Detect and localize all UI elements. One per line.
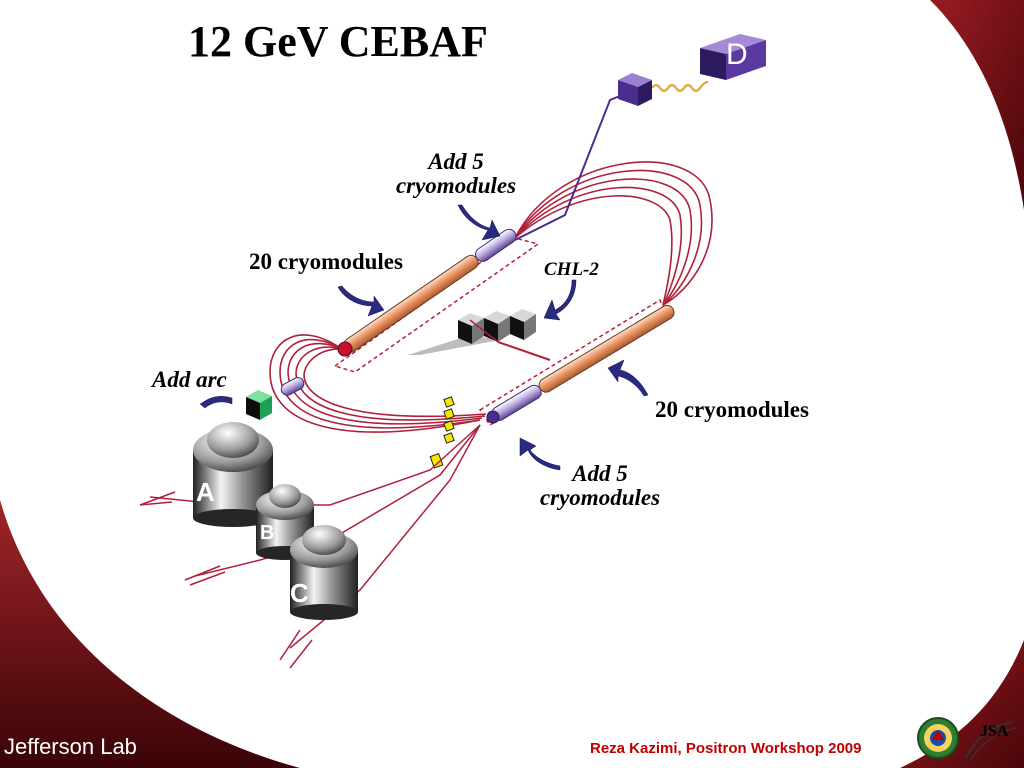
label-20-cryomodules-left: 20 cryomodules [249,249,403,274]
hall-a-label: A [196,477,215,507]
page-title: 12 GeV CEBAF [188,17,488,66]
jsa-logo-icon [965,721,1017,761]
top-right-swoosh [930,0,1024,210]
label-add5-bottom: Add 5 cryomodules [536,462,664,510]
wiggler [651,81,709,92]
injector [280,377,305,396]
label-20-cryomodules-right: 20 cryomodules [655,397,809,422]
arcs-right [514,161,713,306]
label-add-arc: Add arc [152,367,227,392]
bottom-left-swoosh [0,500,300,768]
hall-d-label: D [726,38,748,71]
doe-seal-icon [917,717,959,759]
north-linac [337,228,517,357]
chl2-plant [408,309,551,361]
hall-b-label: B [260,522,275,544]
hall-b-building [256,484,314,560]
jsa-logo-text: JSA [980,723,1009,740]
label-add5-top: Add 5 cryomodules [392,150,520,198]
extraction-elements [429,396,455,469]
jefferson-lab-logo: Jefferson Lab [4,734,137,759]
label-add5-top-line1: Add 5 [428,149,484,174]
annotation-arrows [199,204,649,471]
label-chl2: CHL-2 [544,259,599,280]
hall-a-building [193,422,273,527]
footer-credit: Reza Kazimi, Positron Workshop 2009 [590,740,862,757]
bottom-right-swoosh [900,640,1024,768]
hall-d-tagger [618,73,652,106]
hall-c-building [290,525,358,620]
label-add5-bottom-line1: Add 5 [572,461,628,486]
hall-c-label: C [290,578,309,608]
dashed-box-bottom [478,298,669,427]
injector-cube [246,390,272,420]
label-add5-top-line2: cryomodules [395,173,517,198]
south-linac [486,304,675,424]
label-add5-bottom-line2: cryomodules [539,485,661,510]
hall-d-building [700,34,766,80]
